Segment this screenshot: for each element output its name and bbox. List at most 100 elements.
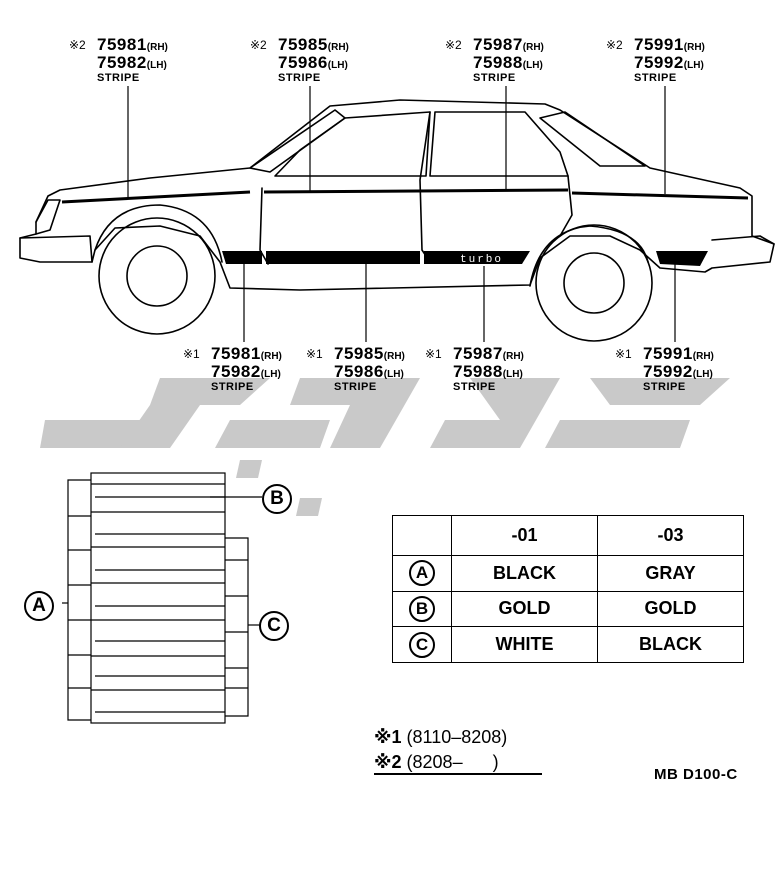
lh-suffix: (LH)	[327, 60, 348, 71]
front-bumper	[19, 235, 93, 263]
color-row-a: A BLACK GRAY	[392, 555, 744, 592]
rh-suffix: (RH)	[260, 351, 282, 362]
part-number-lh: 75982	[97, 53, 147, 72]
color-c-03: BLACK	[597, 626, 744, 663]
door-line-rear	[559, 175, 573, 237]
date-mark: ※2	[69, 38, 86, 52]
side-window-rear	[429, 111, 569, 177]
marker-b: B	[262, 484, 292, 514]
header-blank	[392, 515, 452, 556]
part-number-lh: 75988	[473, 53, 523, 72]
part-number-lh: 75988	[453, 362, 503, 381]
row-key-a: A	[409, 560, 435, 587]
rh-suffix: (RH)	[146, 42, 168, 53]
diagram-code: MB D100-C	[654, 766, 738, 783]
color-row-b: B GOLD GOLD	[392, 590, 744, 628]
car-body-outline	[19, 99, 775, 291]
color-table-header: -01 -03	[392, 515, 744, 556]
callout-upper-1: ※2 75981(RH) 75982(LH) STRIPE	[69, 35, 168, 84]
header-01: -01	[451, 515, 598, 556]
upper-stripe-rear	[571, 191, 749, 200]
lh-suffix: (LH)	[683, 60, 704, 71]
rear-bumper	[711, 235, 775, 245]
color-a-01: BLACK	[451, 555, 598, 592]
upper-stripe-middle	[263, 188, 569, 194]
part-label: STRIPE	[473, 72, 516, 84]
part-label: STRIPE	[278, 72, 321, 84]
date-mark: ※1	[183, 347, 200, 361]
row-key-b: B	[409, 595, 435, 622]
callout-lower-4: ※1 75991(RH) 75992(LH) STRIPE	[615, 344, 714, 393]
color-b-03: GOLD	[597, 590, 744, 628]
row-key-c: C	[409, 631, 435, 658]
rh-suffix: (RH)	[383, 351, 405, 362]
lh-suffix: (LH)	[502, 369, 523, 380]
lh-suffix: (LH)	[146, 60, 167, 71]
part-label: STRIPE	[334, 381, 377, 393]
lower-stripe-turbo	[424, 251, 530, 264]
part-number-rh: 75985	[278, 35, 328, 54]
callout-upper-4: ※2 75991(RH) 75992(LH) STRIPE	[606, 35, 705, 84]
lower-stripe-front	[222, 251, 262, 264]
part-number-lh: 75992	[634, 53, 684, 72]
turbo-decal: turbo	[460, 254, 503, 266]
part-number-rh: 75987	[473, 35, 523, 54]
part-number-rh: 75981	[97, 35, 147, 54]
callout-lower-2: ※1 75985(RH) 75986(LH) STRIPE	[306, 344, 405, 393]
lh-suffix: (LH)	[522, 60, 543, 71]
rear-rim	[563, 252, 625, 314]
part-label: STRIPE	[643, 381, 686, 393]
legend-range: (8110–8208)	[406, 727, 508, 747]
rh-suffix: (RH)	[692, 351, 714, 362]
marker-c: C	[259, 611, 289, 641]
door-line-front	[259, 187, 269, 265]
watermark-logo	[40, 378, 730, 516]
lower-stripe-middle	[266, 251, 420, 264]
date-mark: ※2	[606, 38, 623, 52]
lower-stripes	[222, 251, 708, 266]
color-c-01: WHITE	[451, 626, 598, 663]
part-number-rh: 75991	[634, 35, 684, 54]
marker-a: A	[24, 591, 54, 621]
front-tire	[98, 217, 216, 335]
lh-suffix: (LH)	[383, 369, 404, 380]
header-03: -03	[597, 515, 744, 556]
lower-stripe-rear	[656, 251, 708, 266]
part-number-rh: 75981	[211, 344, 261, 363]
headlight	[35, 199, 61, 235]
legend-mark: ※1	[374, 727, 402, 747]
callout-upper-2: ※2 75985(RH) 75986(LH) STRIPE	[250, 35, 349, 84]
callout-upper-3: ※2 75987(RH) 75988(LH) STRIPE	[445, 35, 544, 84]
front-wheel-arch	[94, 204, 223, 263]
part-number-lh: 75986	[334, 362, 384, 381]
part-number-lh: 75992	[643, 362, 693, 381]
rear-window	[539, 111, 646, 167]
color-a-03: GRAY	[597, 555, 744, 592]
upper-stripe-front	[61, 190, 251, 204]
date-mark: ※2	[445, 38, 462, 52]
date-mark: ※1	[306, 347, 323, 361]
color-table: -01 -03 A BLACK GRAY B GOLD GOLD C WHITE…	[392, 515, 744, 663]
part-number-lh: 75982	[211, 362, 261, 381]
legend-range: (8208– )	[406, 752, 499, 772]
rh-suffix: (RH)	[502, 351, 524, 362]
part-number-rh: 75985	[334, 344, 384, 363]
legend-row-2: ※2 (8208– )	[374, 752, 542, 775]
color-row-c: C WHITE BLACK	[392, 626, 744, 663]
stripe-layer-diagram	[62, 472, 262, 724]
legend-mark: ※2	[374, 752, 402, 772]
part-number-rh: 75991	[643, 344, 693, 363]
callout-lower-3: ※1 75987(RH) 75988(LH) STRIPE	[425, 344, 524, 393]
date-mark: ※1	[425, 347, 442, 361]
part-label: STRIPE	[97, 72, 140, 84]
part-label: STRIPE	[634, 72, 677, 84]
front-rim	[126, 245, 188, 307]
part-number-lh: 75986	[278, 53, 328, 72]
part-number-rh: 75987	[453, 344, 503, 363]
lh-suffix: (LH)	[260, 369, 281, 380]
lh-suffix: (LH)	[692, 369, 713, 380]
part-label: STRIPE	[453, 381, 496, 393]
rh-suffix: (RH)	[327, 42, 349, 53]
